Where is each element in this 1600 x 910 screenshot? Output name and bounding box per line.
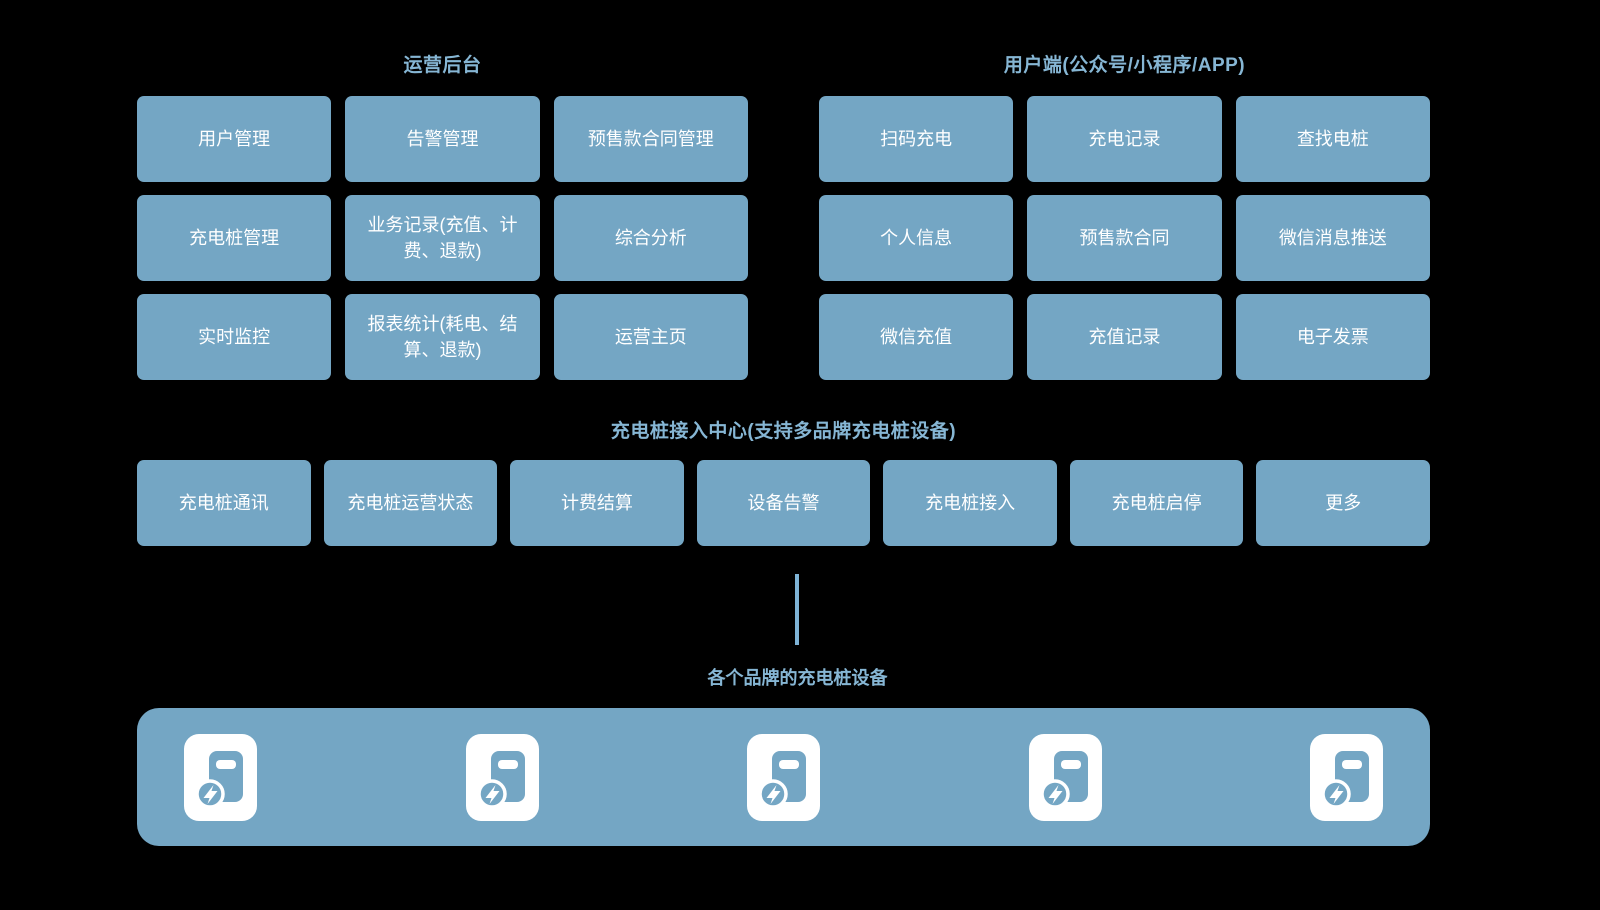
admin-section-title: 运营后台 bbox=[403, 55, 482, 76]
node-personal-info: 个人信息 bbox=[819, 195, 1014, 281]
ev-charger-icon bbox=[184, 733, 257, 821]
node-e-invoice: 电子发票 bbox=[1235, 294, 1430, 380]
node-find-charger: 查找电桩 bbox=[1235, 96, 1430, 182]
node-charging-records: 充电记录 bbox=[1027, 96, 1222, 182]
ev-charger-icon bbox=[1310, 733, 1383, 821]
ev-charger-icon bbox=[465, 733, 539, 821]
node-presale-contract-management: 预售款合同管理 bbox=[553, 96, 748, 182]
node-scan-to-charge: 扫码充电 bbox=[819, 96, 1014, 182]
node-presale-contract: 预售款合同 bbox=[1027, 195, 1222, 281]
ev-charger-icon bbox=[747, 733, 820, 821]
node-billing-settlement: 计费结算 bbox=[510, 460, 684, 546]
node-charger-start-stop: 充电桩启停 bbox=[1069, 460, 1244, 546]
access-section-title: 充电桩接入中心(支持多品牌充电桩设备) bbox=[610, 421, 957, 442]
access-row: 充电桩通讯 充电桩运营状态 计费结算 设备告警 充电桩接入 充电桩启停 更多 bbox=[137, 460, 1431, 546]
node-more: 更多 bbox=[1256, 460, 1431, 546]
node-device-alarm: 设备告警 bbox=[696, 460, 871, 546]
node-alarm-management: 告警管理 bbox=[345, 96, 540, 182]
devices-label: 各个品牌的充电桩设备 bbox=[707, 668, 888, 688]
node-user-management: 用户管理 bbox=[137, 96, 332, 182]
connector-line bbox=[795, 574, 799, 645]
node-charger-operation-status: 充电桩运营状态 bbox=[323, 460, 498, 546]
user-grid: 扫码充电 充电记录 查找电桩 个人信息 预售款合同 微信消息推送 微信充值 充值… bbox=[819, 96, 1430, 380]
node-operation-homepage: 运营主页 bbox=[553, 294, 748, 380]
node-wechat-recharge: 微信充值 bbox=[819, 294, 1014, 380]
node-charger-management: 充电桩管理 bbox=[137, 195, 332, 281]
node-business-records: 业务记录(充值、计费、退款) bbox=[345, 195, 540, 281]
admin-grid: 用户管理 告警管理 预售款合同管理 充电桩管理 业务记录(充值、计费、退款) 综… bbox=[137, 96, 748, 380]
node-charger-communication: 充电桩通讯 bbox=[137, 460, 311, 546]
user-section-title: 用户端(公众号/小程序/APP) bbox=[1003, 55, 1246, 76]
node-recharge-records: 充值记录 bbox=[1027, 294, 1222, 380]
node-charger-access: 充电桩接入 bbox=[883, 460, 1057, 546]
node-comprehensive-analysis: 综合分析 bbox=[553, 195, 748, 281]
ev-charger-icon bbox=[1028, 733, 1102, 821]
node-report-statistics: 报表统计(耗电、结算、退款) bbox=[345, 294, 540, 380]
node-wechat-message-push: 微信消息推送 bbox=[1235, 195, 1430, 281]
devices-container bbox=[137, 708, 1430, 846]
node-realtime-monitoring: 实时监控 bbox=[137, 294, 332, 380]
